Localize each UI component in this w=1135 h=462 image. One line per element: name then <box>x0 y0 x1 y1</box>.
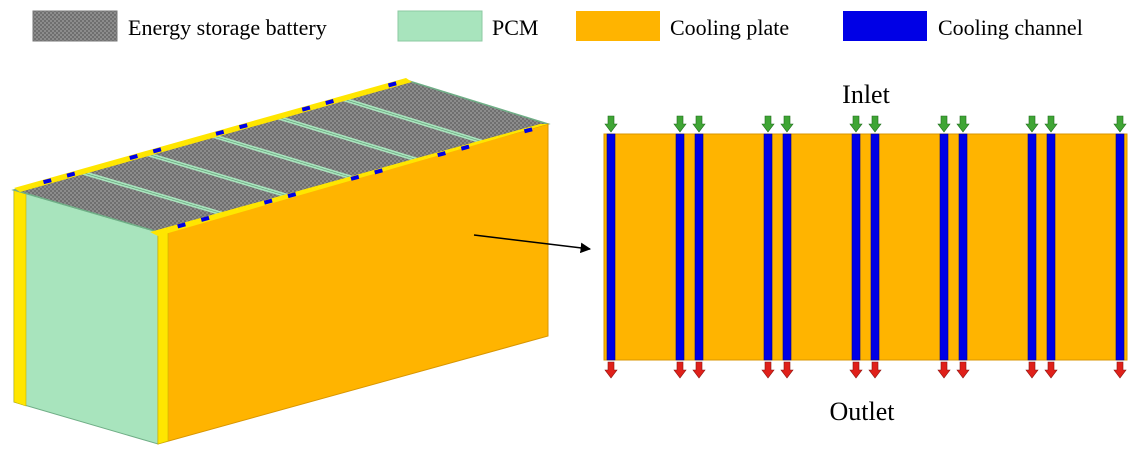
inlet-arrow <box>1113 115 1127 133</box>
top-channel-marker <box>350 174 360 181</box>
cooling-channel <box>958 133 968 361</box>
inlet-arrow <box>849 115 863 133</box>
legend-label-cooling-plate: Cooling plate <box>670 15 789 40</box>
top-channel-marker <box>523 127 533 134</box>
cooling-channel <box>782 133 792 361</box>
legend-swatch-cooling-plate <box>576 11 660 41</box>
legend-item-battery: Energy storage battery <box>32 10 327 42</box>
inlet-arrow <box>1044 115 1058 133</box>
outlet-arrow <box>1044 361 1058 379</box>
top-channel-marker <box>152 147 162 154</box>
cooling-channel <box>1046 133 1056 361</box>
outlet-label: Outlet <box>830 397 896 426</box>
inlet-arrow <box>937 115 951 133</box>
top-channel-marker <box>200 215 210 222</box>
cooling-channel <box>606 133 616 361</box>
inlet-arrow <box>956 115 970 133</box>
top-channel-marker <box>387 81 397 88</box>
cooling-channel <box>1115 133 1125 361</box>
top-channel-marker <box>238 123 248 130</box>
pcm-divider-edge <box>209 134 354 179</box>
inlet-arrow <box>673 115 687 133</box>
outlet-arrow <box>868 361 882 379</box>
top-channel-marker <box>460 144 470 151</box>
pcm-divider-edge <box>144 153 289 197</box>
legend-swatch-pcm <box>397 10 483 42</box>
legend-label-battery: Energy storage battery <box>128 15 327 40</box>
inlet-arrow <box>780 115 794 133</box>
outlet-arrow <box>780 361 794 379</box>
legend-swatch-battery <box>32 10 118 42</box>
battery-module-3d <box>11 78 551 445</box>
outlet-arrow <box>761 361 775 379</box>
module-left-pcm-face <box>13 189 159 445</box>
legend-swatch-cooling-channel <box>843 11 927 41</box>
module-top-channel-markers <box>42 81 533 229</box>
top-channel-marker <box>177 222 186 229</box>
pcm-divider-edge <box>79 171 224 215</box>
outlet-arrow <box>937 361 951 379</box>
inlet-label: Inlet <box>842 80 890 109</box>
legend-label-pcm: PCM <box>492 15 538 40</box>
outlet-arrow <box>956 361 970 379</box>
top-channel-marker <box>129 154 138 160</box>
top-channel-marker <box>42 178 52 185</box>
inlet-arrow <box>1025 115 1039 133</box>
inlet-arrow <box>604 115 618 133</box>
top-channel-marker <box>215 129 225 136</box>
outlet-arrow <box>1025 361 1039 379</box>
cooling-channel <box>763 133 773 361</box>
cooling-channel <box>851 133 861 361</box>
legend-item-cooling-plate: Cooling plate <box>576 11 789 41</box>
top-channel-marker <box>374 168 383 175</box>
cooling-channel <box>675 133 685 361</box>
cooling-channel <box>1027 133 1037 361</box>
module-corner-edge-strip <box>157 228 169 445</box>
pcm-divider-edge <box>340 98 484 143</box>
inlet-arrows <box>604 115 1127 133</box>
outlet-arrow <box>604 361 618 379</box>
top-channel-marker <box>437 151 446 158</box>
outlet-arrow <box>1113 361 1127 379</box>
legend: Energy storage battery PCM Cooling plate… <box>32 10 1083 42</box>
cooling-channel <box>694 133 704 361</box>
top-channel-marker <box>325 99 334 105</box>
cooling-channel <box>870 133 880 361</box>
top-channel-marker <box>287 192 297 199</box>
top-channel-marker <box>66 171 76 178</box>
legend-item-pcm: PCM <box>397 10 538 42</box>
cooling-channels <box>606 133 1125 361</box>
module-top-edge-front <box>150 124 548 236</box>
outlet-arrow <box>849 361 863 379</box>
pcm-divider-edge <box>275 116 419 161</box>
cooling-channel <box>939 133 949 361</box>
outlet-arrows <box>604 361 1127 379</box>
module-left-edge-strip <box>13 189 27 407</box>
legend-item-cooling-channel: Cooling channel <box>843 11 1083 41</box>
outlet-arrow <box>673 361 687 379</box>
inlet-arrow <box>692 115 706 133</box>
legend-label-cooling-channel: Cooling channel <box>938 15 1083 40</box>
inlet-arrow <box>761 115 775 133</box>
cooling-plate-rect <box>603 133 1128 361</box>
cooling-plate-view: Inlet Outlet <box>603 80 1128 426</box>
pointer-arrow <box>473 234 592 254</box>
outlet-arrow <box>692 361 706 379</box>
inlet-arrow <box>868 115 882 133</box>
top-channel-marker <box>263 198 273 205</box>
module-top-edge-back <box>14 78 412 192</box>
top-channel-marker <box>301 105 311 112</box>
